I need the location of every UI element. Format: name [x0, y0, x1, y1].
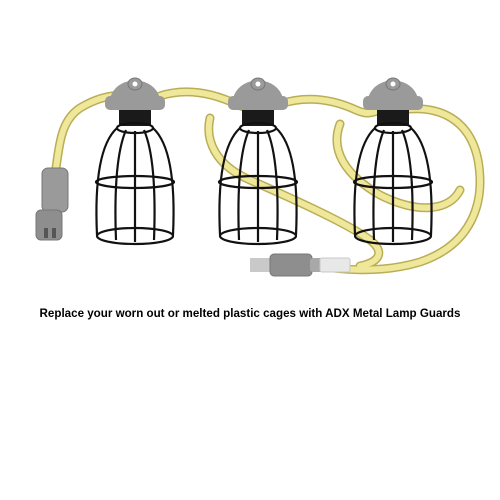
cord-group — [51, 87, 485, 275]
caption: Replace your worn out or melted plastic … — [39, 307, 461, 320]
product-photo — [35, 77, 485, 277]
lamp-guard-2 — [217, 77, 299, 246]
lamp-guard-1 — [94, 77, 176, 246]
lamp-guard-3 — [352, 77, 434, 246]
female-connector — [35, 167, 69, 241]
male-plug — [250, 253, 351, 277]
